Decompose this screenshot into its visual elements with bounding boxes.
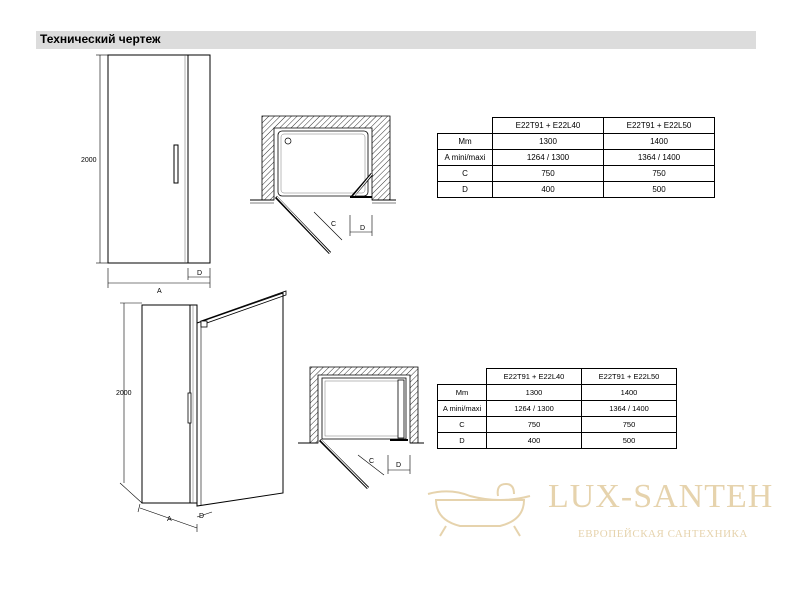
table-row: A mini/maxi 1264 / 1300 1364 / 1400 xyxy=(437,149,715,166)
row-label: Mm xyxy=(437,384,487,401)
table-row: Mm 1300 1400 xyxy=(437,133,715,150)
table-cell: 400 xyxy=(492,181,604,198)
table-cell: 1264 / 1300 xyxy=(492,149,604,166)
table-cell: 1400 xyxy=(603,133,715,150)
table-cell: 1364 / 1400 xyxy=(603,149,715,166)
table-cell: 1300 xyxy=(486,384,582,401)
column-header: E22T91 + E22L40 xyxy=(486,368,582,385)
table-corner xyxy=(437,368,487,385)
table-cell: 500 xyxy=(581,432,677,449)
table-cell: 400 xyxy=(486,432,582,449)
spec-table-top: E22T91 + E22L40 E22T91 + E22L50 Mm 1300 … xyxy=(437,117,715,198)
c-label-top: C xyxy=(331,221,336,228)
row-label: Mm xyxy=(437,133,493,150)
depth-label-bottom: D xyxy=(199,513,204,520)
row-label: C xyxy=(437,416,487,433)
table-cell: 500 xyxy=(603,181,715,198)
width-label-bottom: A xyxy=(167,516,172,523)
row-label: D xyxy=(437,432,487,449)
height-label-bottom: 2000 xyxy=(116,390,132,397)
row-label: A mini/maxi xyxy=(437,400,487,417)
column-header: E22T91 + E22L50 xyxy=(581,368,677,385)
door-handle-bottom xyxy=(187,392,192,424)
c-label-bottom: C xyxy=(369,458,374,465)
section-title: Технический чертеж xyxy=(40,32,161,46)
door-handle xyxy=(173,144,179,184)
table-cell: 750 xyxy=(603,165,715,182)
d-label-bottom: D xyxy=(396,462,401,469)
spec-table-bottom: E22T91 + E22L40 E22T91 + E22L50 Mm 1300 … xyxy=(437,368,677,449)
width-label-top: A xyxy=(157,288,162,295)
table-row: C 750 750 xyxy=(437,416,677,433)
column-header: E22T91 + E22L50 xyxy=(603,117,715,134)
table-cell: 1300 xyxy=(492,133,604,150)
front-elevation-bottom xyxy=(119,290,287,532)
table-cell: 750 xyxy=(492,165,604,182)
bathtub-logo-icon xyxy=(427,482,531,537)
front-elevation-top xyxy=(96,54,211,288)
table-cell: 1364 / 1400 xyxy=(581,400,677,417)
table-row: C 750 750 xyxy=(437,165,715,182)
table-row: Mm 1300 1400 xyxy=(437,384,677,401)
plan-view-top xyxy=(250,115,396,255)
section-header: Технический чертеж xyxy=(36,31,756,49)
table-cell: 1264 / 1300 xyxy=(486,400,582,417)
watermark-brand: LUX-SANTEH xyxy=(548,478,774,515)
height-label-top: 2000 xyxy=(81,157,97,164)
table-row: A mini/maxi 1264 / 1300 1364 / 1400 xyxy=(437,400,677,417)
table-row: D 400 500 xyxy=(437,181,715,198)
table-cell: 1400 xyxy=(581,384,677,401)
plan-view-bottom xyxy=(298,366,424,490)
table-corner xyxy=(437,117,493,134)
row-label: C xyxy=(437,165,493,182)
table-row: D 400 500 xyxy=(437,432,677,449)
row-label: D xyxy=(437,181,493,198)
column-header: E22T91 + E22L40 xyxy=(492,117,604,134)
depth-label-top: D xyxy=(197,270,202,277)
watermark-tagline: ЕВРОПЕЙСКАЯ САНТЕХНИКА xyxy=(578,528,748,540)
table-cell: 750 xyxy=(581,416,677,433)
table-cell: 750 xyxy=(486,416,582,433)
d-label-top: D xyxy=(360,225,365,232)
row-label: A mini/maxi xyxy=(437,149,493,166)
